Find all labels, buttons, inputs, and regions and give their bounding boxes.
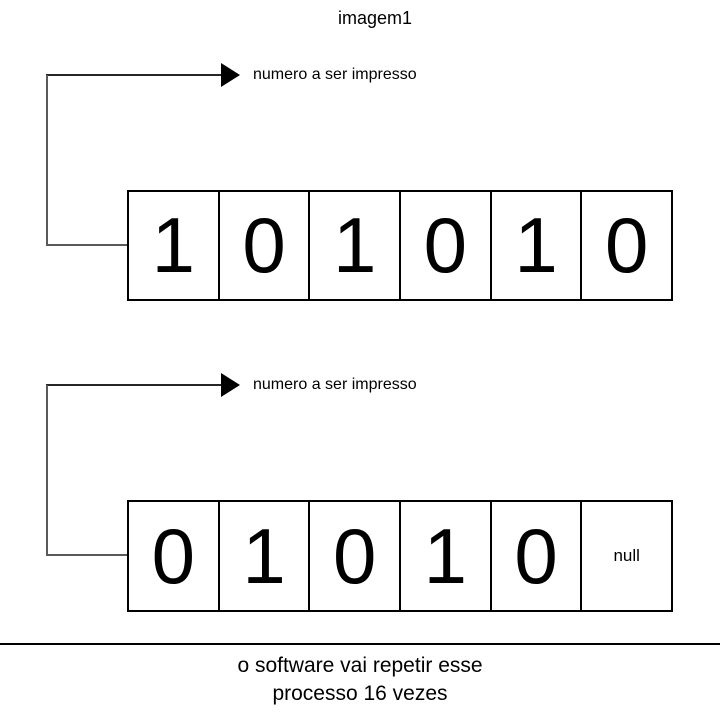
caption: o software vai repetir esse processo 16 … [0, 652, 720, 708]
pointer2-connector-line [46, 554, 127, 556]
array1-cell-1: 0 [220, 192, 311, 299]
array2-cell-0: 0 [129, 502, 220, 610]
array2-cell-null: null [613, 546, 640, 565]
memory-array-2: 0 1 0 1 0 null [127, 500, 673, 612]
memory-array-1: 1 0 1 0 1 0 [127, 190, 673, 301]
pointer2-label: numero a ser impresso [253, 376, 417, 393]
array2-cell-3: 1 [401, 502, 492, 610]
pointer2-arrow-line [46, 384, 222, 386]
page-title: imagem1 [337, 8, 413, 28]
caption-line2: processo 16 vezes [272, 682, 448, 705]
array1-cell-2: 1 [310, 192, 402, 299]
pointer2-arrowhead-icon [221, 373, 240, 397]
pointer1-vertical-line [46, 75, 48, 245]
array2-cell-1: 1 [220, 502, 311, 610]
array1-cell-5: 0 [605, 201, 649, 289]
array2-cell-4: 0 [492, 502, 583, 610]
caption-line1: o software vai repetir esse [237, 654, 483, 677]
array1-cell-4: 1 [492, 192, 583, 299]
array2-cell-2: 0 [310, 502, 402, 610]
pointer2-vertical-line [46, 385, 48, 555]
pointer1-connector-line [46, 244, 127, 246]
array1-cell-0: 1 [129, 192, 220, 299]
pointer1-arrow-line [46, 74, 222, 76]
array1-cell-3: 0 [401, 192, 492, 299]
divider-line [0, 643, 720, 645]
pointer1-label: numero a ser impresso [253, 66, 417, 83]
pointer1-arrowhead-icon [221, 63, 240, 87]
